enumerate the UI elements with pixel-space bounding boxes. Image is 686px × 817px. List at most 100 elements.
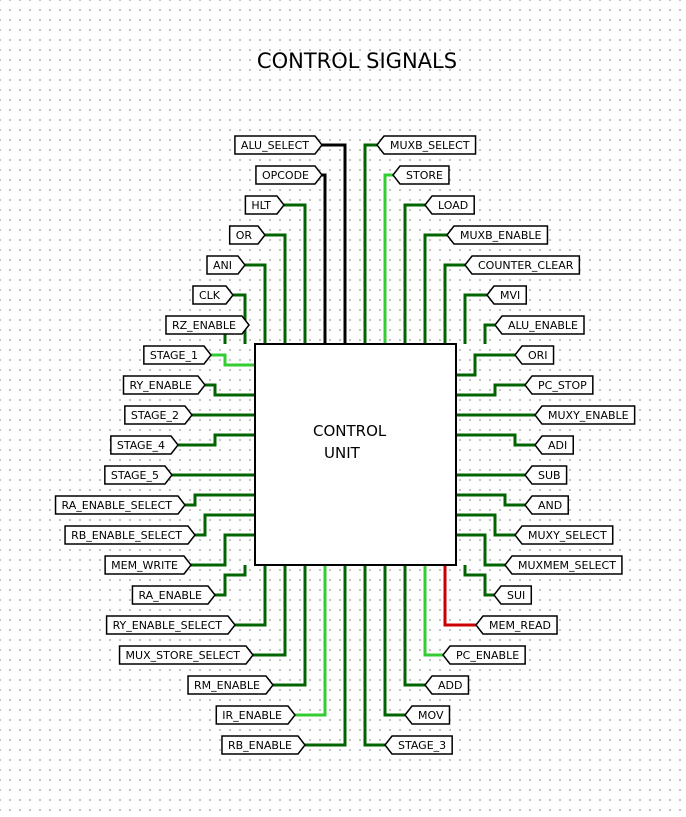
- signal-tag-shape: [514, 525, 614, 545]
- signal-tag-shape: [110, 435, 179, 455]
- signal-tag-shape: [384, 735, 453, 755]
- wire-or: [265, 233, 287, 344]
- signal-ra-enable-select: RA_ENABLE_SELECT: [54, 495, 186, 515]
- signal-muxmem-select: MUXMEM_SELECT: [504, 555, 623, 575]
- signal-tag-shape: [215, 705, 296, 725]
- control-unit-label-line2: UNIT: [324, 444, 361, 462]
- signal-label-text: MEM_WRITE: [111, 559, 178, 572]
- wire-alu-enable: [483, 323, 495, 344]
- wire-ry-enable: [205, 383, 255, 397]
- signal-label-text: HLT: [251, 199, 271, 212]
- signal-label-text: MUXB_ENABLE: [460, 229, 542, 242]
- signal-label-text: ALU_SELECT: [241, 139, 309, 152]
- signal-mov: MOV: [404, 705, 451, 725]
- control-unit-box: [254, 343, 457, 566]
- signal-label-text: STORE: [406, 169, 443, 182]
- signal-label-text: MUXMEM_SELECT: [518, 559, 616, 572]
- wire-stage-3: [363, 565, 385, 747]
- signal-tag-shape: [486, 285, 528, 305]
- signal-alu-enable: ALU_ENABLE: [494, 315, 585, 335]
- signal-opcode: OPCODE: [255, 165, 323, 185]
- signal-stage-2: STAGE_2: [124, 405, 193, 425]
- signal-label-text: STAGE_1: [150, 349, 198, 362]
- wire-ori: [456, 353, 515, 377]
- signal-label-text: MUXY_ENABLE: [548, 409, 629, 422]
- wire-ir-enable: [295, 565, 327, 717]
- signal-label-text: STAGE_5: [111, 469, 159, 482]
- control-unit-label-line1: CONTROL: [313, 422, 387, 440]
- signal-tag-shape: [464, 255, 581, 275]
- wire-ra-enable-select: [185, 493, 255, 507]
- signal-label-text: LOAD: [438, 199, 468, 212]
- signal-label-text: MEM_READ: [489, 619, 551, 632]
- wire-and: [456, 493, 525, 507]
- signal-label-text: MUXB_SELECT: [390, 139, 470, 152]
- signal-tag-shape: [524, 375, 594, 395]
- signal-store: STORE: [392, 165, 450, 185]
- wire-mvi: [463, 293, 487, 344]
- signal-sui: SUI: [493, 585, 533, 605]
- signal-tag-shape: [104, 555, 192, 575]
- wire-mov: [383, 565, 405, 717]
- wire-hlt: [284, 203, 307, 344]
- signal-tag-shape: [524, 465, 568, 485]
- signal-label-text: MOV: [418, 709, 444, 722]
- wire-ry-enable-select: [235, 565, 267, 627]
- signal-labels: ALU_SELECTOPCODEHLTORANICLKRZ_ENABLEMUXB…: [54, 135, 636, 755]
- wire-ra-enable: [215, 565, 247, 597]
- signal-tag-shape: [376, 135, 477, 155]
- wire-mem-read: [443, 565, 476, 627]
- signal-rm-enable: RM_ENABLE: [187, 675, 274, 695]
- signal-tag-shape: [424, 675, 470, 695]
- signal-label-text: PC_ENABLE: [456, 649, 519, 662]
- signal-pc-enable: PC_ENABLE: [442, 645, 526, 665]
- signal-label-text: MVI: [500, 289, 520, 302]
- signal-tag-shape: [64, 525, 196, 545]
- signal-label-text: STAGE_3: [398, 739, 446, 752]
- wire-opcode: [322, 173, 327, 344]
- signal-tag-shape: [534, 405, 636, 425]
- signal-or: OR: [228, 225, 266, 245]
- signal-ra-enable: RA_ENABLE: [131, 585, 216, 605]
- wire-mux-store-select: [253, 565, 287, 657]
- signal-tag-shape: [392, 165, 450, 185]
- signal-tag-shape: [424, 195, 475, 215]
- wire-muxy-select: [456, 513, 515, 537]
- signal-tag-shape: [244, 195, 285, 215]
- signal-stage-1: STAGE_1: [143, 345, 212, 365]
- signal-tag-shape: [221, 735, 306, 755]
- signal-tag-shape: [104, 465, 173, 485]
- signal-muxb-enable: MUXB_ENABLE: [446, 225, 549, 245]
- signal-load: LOAD: [424, 195, 475, 215]
- wire-muxmem-select: [456, 533, 505, 567]
- signal-tag-shape: [255, 165, 323, 185]
- wire-rm-enable: [273, 565, 307, 687]
- wire-store: [383, 173, 393, 344]
- signal-label-text: IR_ENABLE: [222, 709, 282, 722]
- signal-label-text: OR: [236, 229, 253, 242]
- signal-label-text: AND: [538, 499, 562, 512]
- signal-tag-shape: [54, 495, 186, 515]
- signal-tag-shape: [446, 225, 549, 245]
- signal-label-text: SUB: [538, 469, 561, 482]
- signal-muxy-select: MUXY_SELECT: [514, 525, 614, 545]
- wire-stage-4: [178, 433, 255, 447]
- signal-label-text: OPCODE: [262, 169, 309, 182]
- signal-tag-shape: [187, 675, 274, 695]
- signal-tag-shape: [404, 705, 451, 725]
- signal-label-text: CLK: [199, 289, 221, 302]
- signal-stage-4: STAGE_4: [110, 435, 179, 455]
- signal-tag-shape: [514, 345, 555, 365]
- signal-label-text: MUXY_SELECT: [528, 529, 607, 542]
- signal-tag-shape: [118, 645, 254, 665]
- wire-load: [403, 203, 425, 344]
- signal-label-text: PC_STOP: [538, 379, 587, 392]
- signal-alu-select: ALU_SELECT: [234, 135, 323, 155]
- signal-label-text: RM_ENABLE: [194, 679, 260, 692]
- signal-muxb-select: MUXB_SELECT: [376, 135, 477, 155]
- signal-tag-shape: [206, 255, 246, 275]
- signal-counter-clear: COUNTER_CLEAR: [464, 255, 581, 275]
- signal-tag-shape: [524, 495, 569, 515]
- signal-tag-shape: [504, 555, 623, 575]
